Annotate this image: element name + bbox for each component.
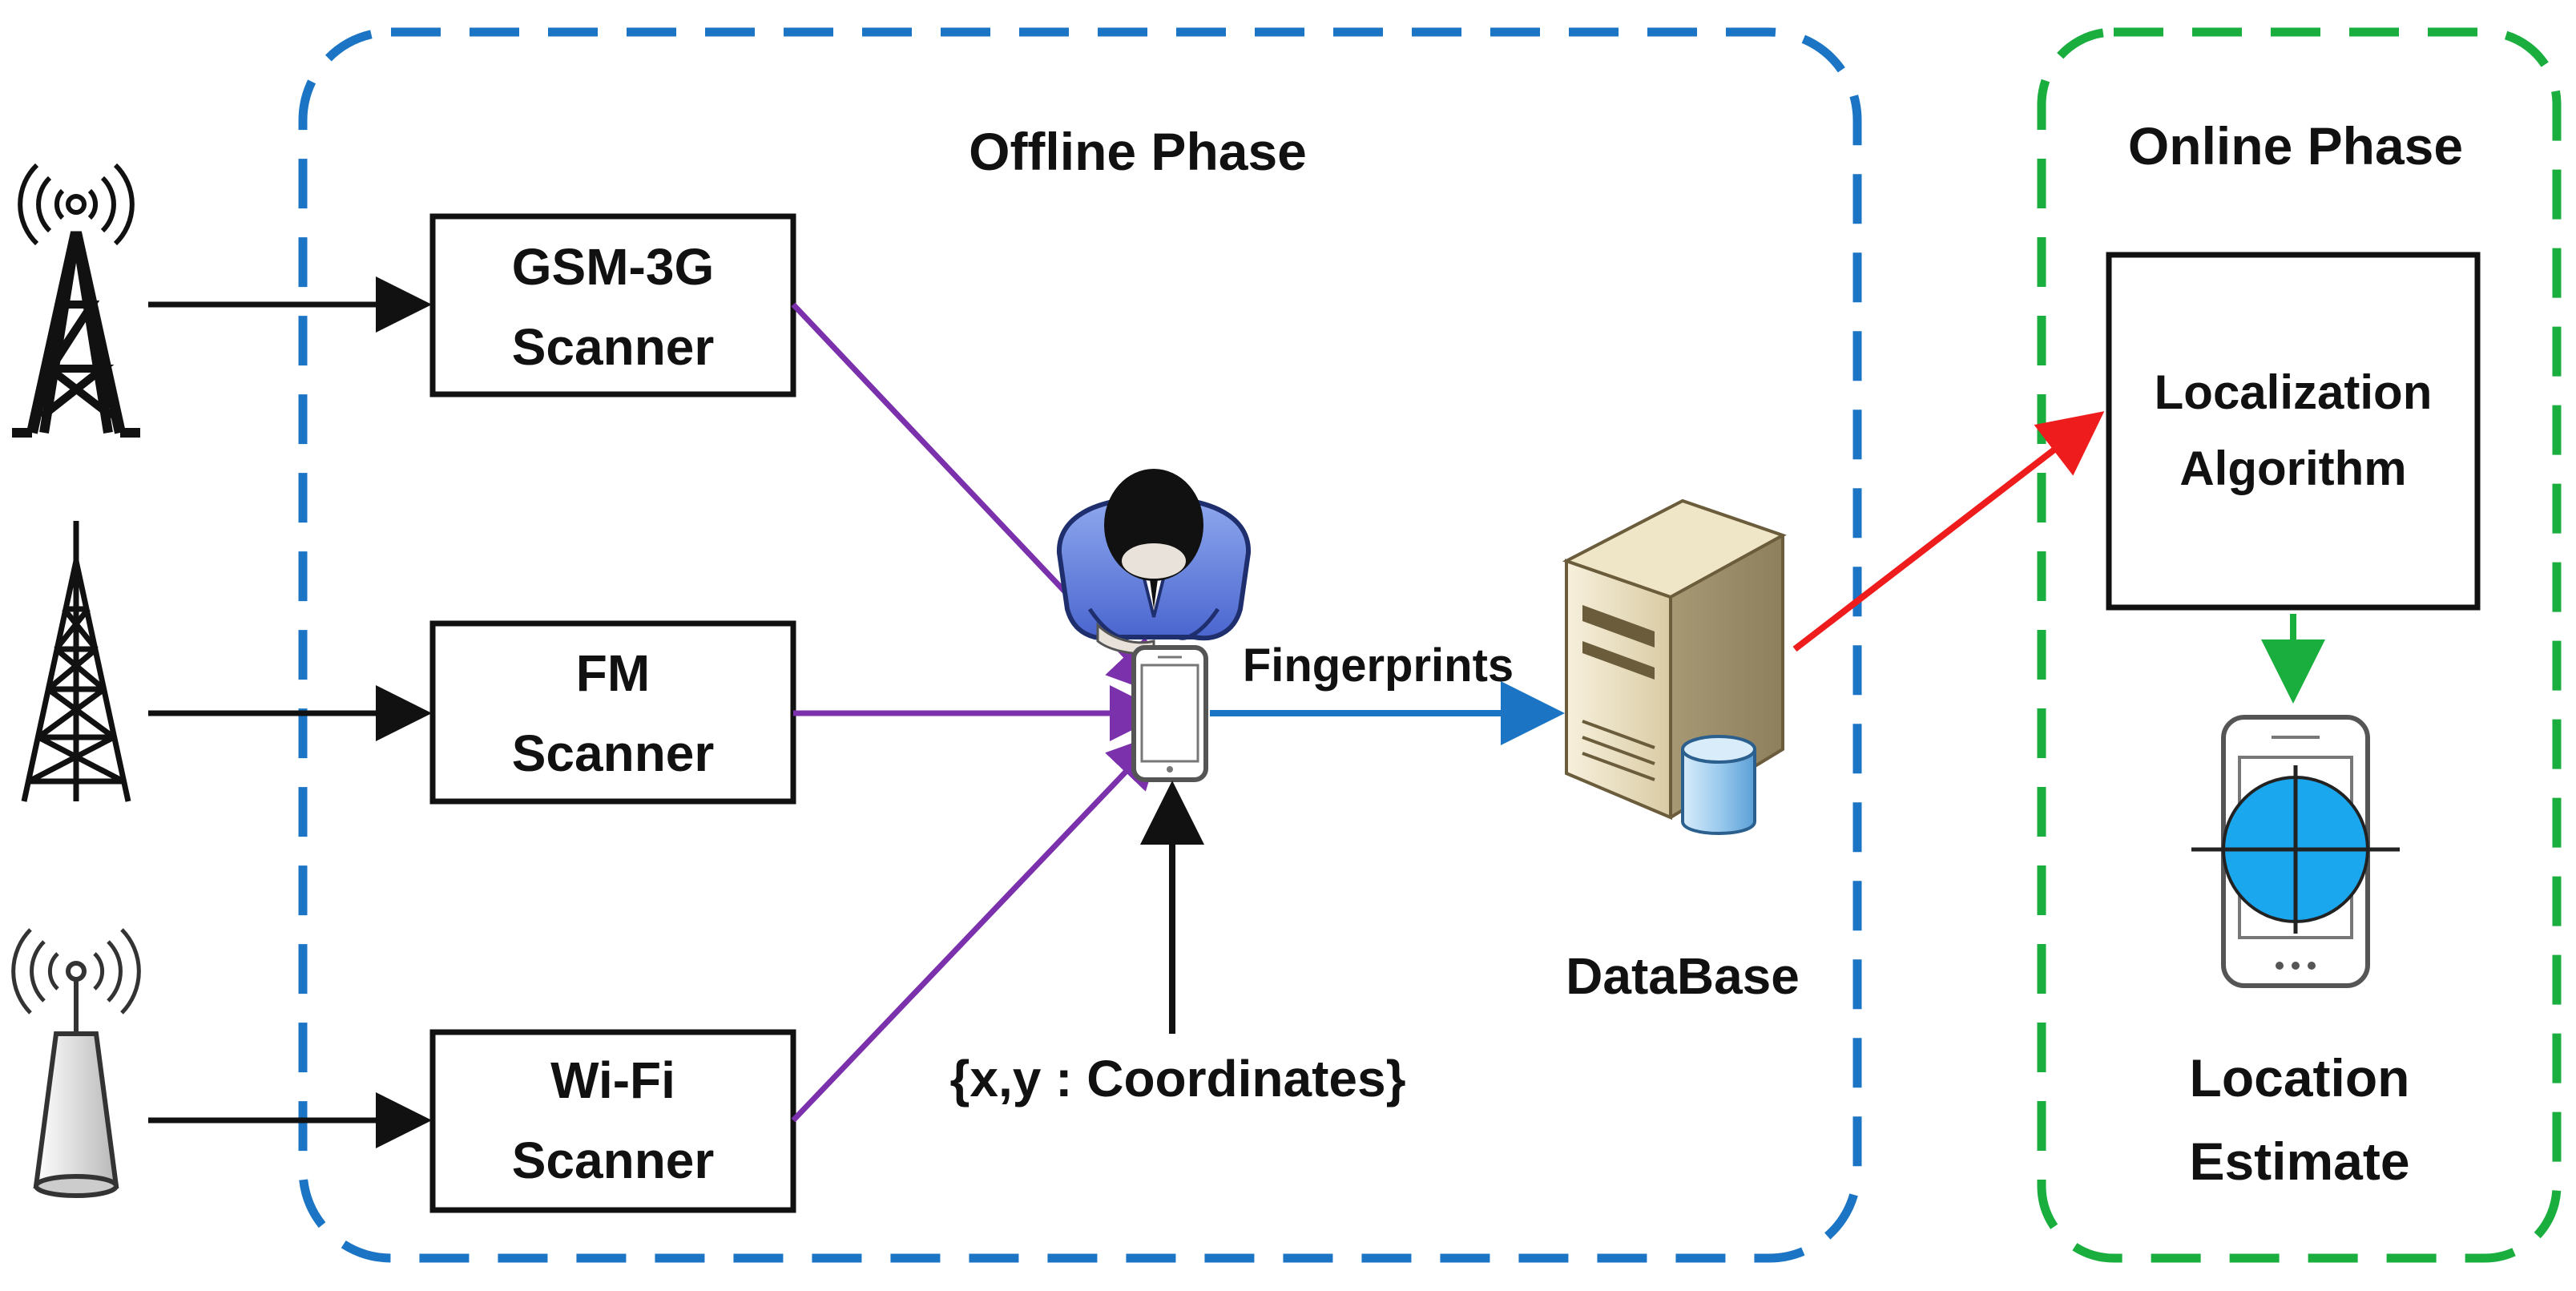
wifi-scanner-line2: Scanner [512, 1132, 715, 1189]
wifi-scanner-line1: Wi-Fi [550, 1051, 675, 1109]
smartphone-icon [1131, 645, 1208, 782]
user-top-view-icon [1056, 469, 1252, 656]
fm-scanner-line1: FM [576, 644, 650, 702]
gsm-3g-scanner-line2: Scanner [512, 318, 715, 376]
offline-phase-title: Offline Phase [969, 122, 1307, 181]
location-estimate-line1: Location [2190, 1048, 2410, 1107]
algorithm-line1: Localization [2155, 365, 2433, 419]
database-to-algorithm-arrow [1792, 411, 2105, 652]
wifi-access-point-icon [11, 928, 141, 1198]
cell-tower-icon [12, 163, 140, 438]
online-phase-border [2037, 27, 2562, 1263]
wifi-scanner-box: Wi-Fi Scanner [429, 1029, 796, 1213]
offline-phase-border [298, 27, 1862, 1263]
radio-tower-icon [21, 521, 131, 802]
location-estimate-line2: Estimate [2189, 1132, 2409, 1191]
fm-scanner-line2: Scanner [512, 724, 715, 782]
gsm-3g-scanner-line1: GSM-3G [512, 238, 714, 296]
coordinates-label: {x,y : Coordinates} [949, 1050, 1405, 1107]
online-phase-title: Online Phase [2128, 116, 2463, 175]
localization-algorithm-box: Localization Algorithm [2106, 252, 2481, 611]
database-label: DataBase [1566, 947, 1800, 1005]
algorithm-line2: Algorithm [2179, 442, 2406, 495]
fingerprints-label: Fingerprints [1243, 639, 1514, 692]
wifi-to-phone-arrow [791, 731, 1164, 1123]
database-server-icon [1562, 498, 1787, 835]
gsm-3g-scanner-box: GSM-3G Scanner [429, 213, 796, 397]
fm-scanner-box: FM Scanner [429, 620, 796, 805]
phone-map-target-icon [2191, 715, 2400, 988]
